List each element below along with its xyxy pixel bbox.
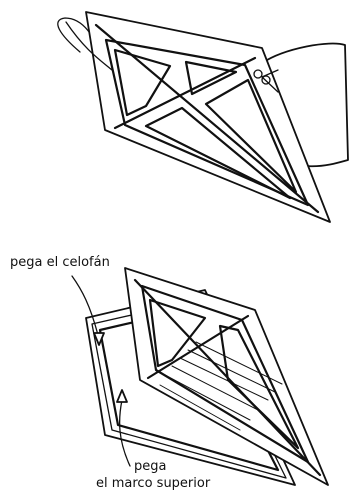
step-2-glue-cellophane bbox=[72, 268, 328, 485]
step-1-cut-kite-frame bbox=[58, 12, 348, 222]
label-glue: pega bbox=[134, 459, 166, 474]
label-glue-cellophane: pega el celofán bbox=[10, 255, 110, 270]
label-top-frame: el marco superior bbox=[96, 476, 211, 491]
